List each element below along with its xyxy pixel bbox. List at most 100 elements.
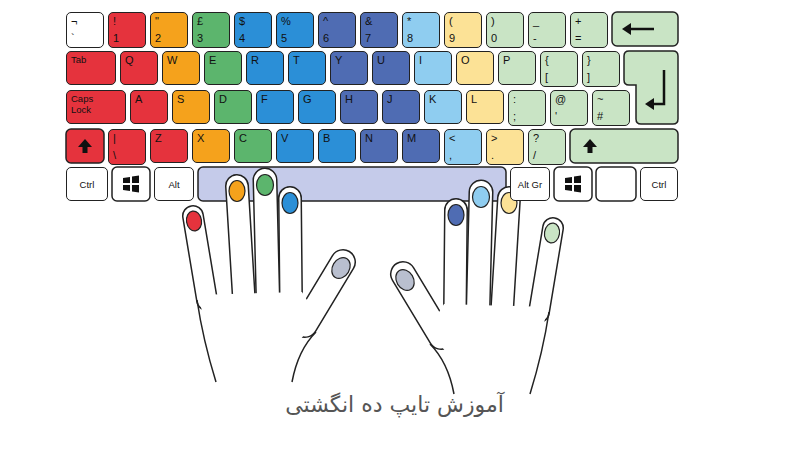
- key-label: C: [239, 132, 247, 145]
- keyboard-key: O: [456, 51, 494, 85]
- key-label: (: [449, 15, 453, 28]
- keyboard-key: "2: [150, 12, 188, 48]
- key-label: ,: [449, 149, 452, 162]
- key-label: N: [365, 132, 373, 145]
- key-label: ?: [533, 132, 539, 145]
- key-label: Y: [335, 54, 342, 67]
- left-hand: [193, 180, 343, 384]
- key-label: 5: [281, 32, 287, 45]
- keyboard-key: £3: [192, 12, 230, 48]
- keyboard-key: N: [360, 129, 398, 163]
- windows-key: [112, 167, 150, 201]
- keyboard-key: Ctrl: [66, 167, 108, 201]
- key-label: 8: [407, 32, 413, 45]
- keyboard-key: K: [424, 90, 462, 124]
- key-label: @: [555, 93, 566, 106]
- key-label: Caps Lock: [71, 93, 103, 115]
- keyboard-key: }]: [582, 51, 620, 87]
- key-label: ~: [597, 93, 603, 106]
- backspace-arrow: [622, 23, 654, 35]
- key-label: B: [323, 132, 330, 145]
- keyboard-key: @': [550, 90, 588, 126]
- windows-logo: [565, 176, 581, 193]
- key-label: J: [387, 93, 393, 106]
- keyboard-key: D: [214, 90, 252, 124]
- key-label: *: [407, 15, 411, 28]
- key-label: Alt Gr: [518, 179, 542, 190]
- key-label: _: [533, 15, 539, 28]
- key-label: ': [555, 110, 557, 123]
- key-label: K: [429, 93, 436, 106]
- keyboard-key: Y: [330, 51, 368, 85]
- keyboard-key: |\: [108, 129, 146, 165]
- key-label: $: [239, 15, 245, 28]
- key-label: G: [303, 93, 312, 106]
- key-label: 7: [365, 32, 371, 45]
- key-label: #: [597, 110, 603, 123]
- backspace-key: [612, 12, 678, 46]
- keyboard-key: )0: [486, 12, 524, 48]
- keyboard-key: C: [234, 129, 272, 163]
- keyboard-key: *8: [402, 12, 440, 48]
- keyboard-key: B: [318, 129, 356, 163]
- shift-arrow: [583, 139, 597, 153]
- keyboard-key: S: [172, 90, 210, 124]
- keyboard-key: ^6: [318, 12, 356, 48]
- key-label: ): [491, 15, 495, 28]
- keyboard-key: J: [382, 90, 420, 124]
- keyboard-key: Alt Gr: [510, 167, 550, 201]
- key-label: U: [377, 54, 385, 67]
- key-label: !: [113, 15, 116, 28]
- keyboard-key: W: [162, 51, 200, 85]
- keyboard-key: G: [298, 90, 336, 124]
- keyboard-key: !1: [108, 12, 146, 48]
- key-label: :: [513, 93, 516, 106]
- keyboard-key: A: [130, 90, 168, 124]
- keyboard-key: ?/: [528, 129, 566, 165]
- key-label: ^: [323, 15, 328, 28]
- key-label: Ctrl: [652, 179, 667, 190]
- blank-key: [596, 167, 636, 201]
- key-label: F: [261, 93, 268, 106]
- key-label: S: [177, 93, 184, 106]
- keyboard-key: E: [204, 51, 242, 85]
- key-label: -: [533, 32, 537, 45]
- key-label: |: [113, 132, 116, 145]
- shift-key: [570, 129, 678, 163]
- key-label: &: [365, 15, 372, 28]
- key-label: ;: [513, 110, 516, 123]
- keyboard-key: U: [372, 51, 410, 85]
- key-label: Q: [125, 54, 134, 67]
- key-label: /: [533, 149, 536, 162]
- shift-key: [66, 129, 104, 163]
- shift-arrow: [78, 139, 92, 153]
- keyboard-key: F: [256, 90, 294, 124]
- key-label: Ctrl: [80, 179, 95, 190]
- key-label: <: [449, 132, 455, 145]
- enter-arrow: [645, 70, 664, 110]
- key-label: [: [545, 71, 548, 84]
- key-label: X: [197, 132, 204, 145]
- key-label: P: [503, 54, 510, 67]
- keyboard-key: ¬`: [66, 12, 104, 48]
- keyboard-key: ~#: [592, 90, 630, 126]
- key-label: =: [575, 32, 581, 45]
- key-label: +: [575, 15, 581, 28]
- keyboard-key: &7: [360, 12, 398, 48]
- key-label: R: [251, 54, 259, 67]
- keyboard-key: $4: [234, 12, 272, 48]
- keyboard-key: Z: [150, 129, 188, 163]
- right-hand: [403, 192, 553, 396]
- key-label: M: [407, 132, 416, 145]
- keyboard-key: L: [466, 90, 504, 124]
- finger-nails: [185, 175, 561, 294]
- key-label: E: [209, 54, 216, 67]
- key-label: A: [135, 93, 142, 106]
- keyboard-key: X: [192, 129, 230, 163]
- keyboard-key: M: [402, 129, 440, 163]
- key-label: 1: [113, 32, 119, 45]
- key-label: %: [281, 15, 291, 28]
- keyboard-key: Alt: [154, 167, 194, 201]
- key-label: I: [419, 54, 422, 67]
